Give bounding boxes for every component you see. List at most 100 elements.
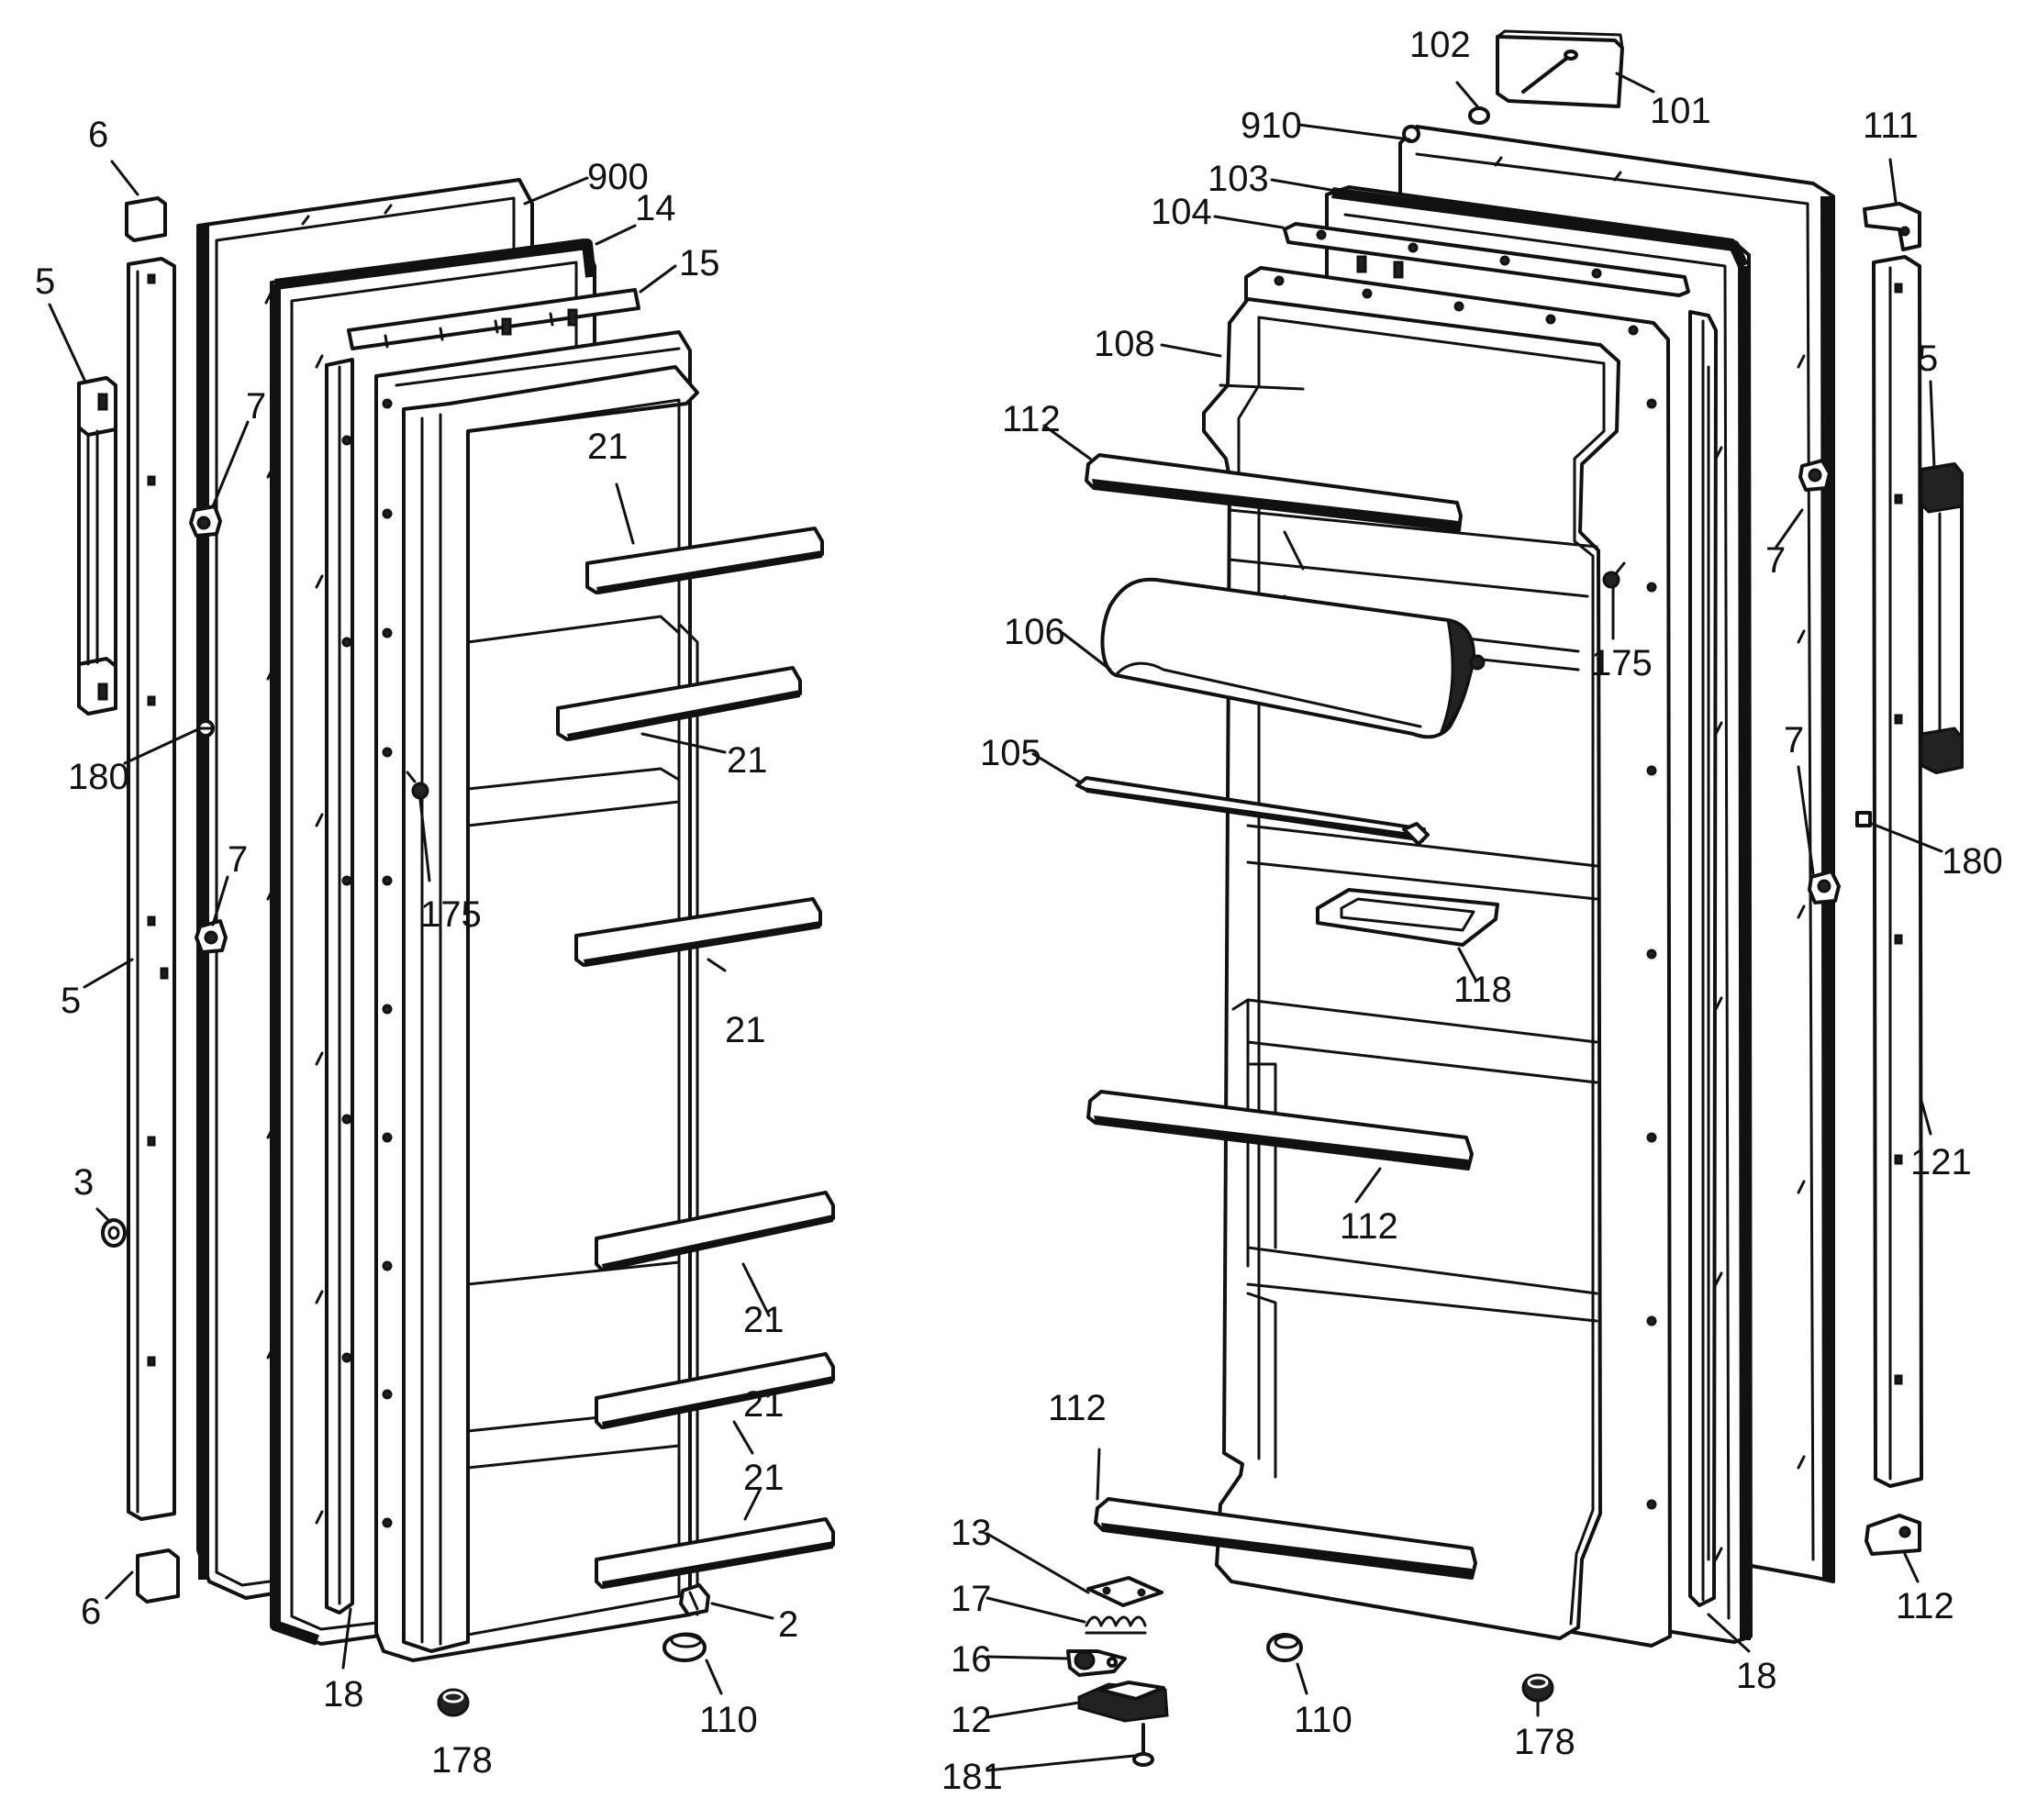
left-door-assembly [77,178,835,1717]
label-right-hinge-lower: 7 [1784,720,1804,760]
label-right-tray-118: 118 [1453,970,1512,1010]
label-right-shelf-bar-mid: 112 [1340,1206,1398,1247]
right-trim-strip [1872,255,1923,1488]
right-plate-13 [1086,1576,1163,1607]
left-plug-3 [101,1218,127,1248]
left-inner-door-liner [374,330,699,1662]
label-left-retainer-top: 15 [679,243,720,283]
label-right-shelf-bar-top: 112 [1002,399,1061,439]
label-right-hinge-upper: 7 [1765,540,1786,581]
right-hinge-lower [1808,870,1841,904]
right-shelf-bar-bottom [1094,1497,1477,1580]
left-top-retainer [347,288,640,350]
left-door-handle [77,376,117,716]
right-hinge-bottom [1865,1514,1921,1556]
label-left-hinge-upper: 7 [246,386,266,427]
right-cap-102 [1468,106,1490,125]
left-end-cap-bottom [136,1548,180,1604]
right-block-101 [1496,29,1624,108]
left-shelf-bar-1 [585,527,824,594]
label-right-butter-door: 106 [1004,612,1065,652]
label-left-bumper-110: 110 [699,1700,758,1740]
right-butter-rail [1075,776,1430,846]
left-shelf-bar-3 [574,897,822,967]
right-spring-17 [1085,1615,1147,1635]
label-left-outer-panel: 900 [587,157,649,197]
right-screw-180 [1855,811,1872,827]
label-left-screw-175: 175 [420,894,482,935]
left-side-retainer-strip [325,358,354,1615]
left-bumper-110 [662,1632,707,1662]
label-right-cam-178: 178 [1514,1722,1575,1762]
label-right-handle: 5 [1918,338,1938,379]
left-shelf-bar-4 [595,1191,835,1271]
right-butter-door [1100,577,1486,739]
left-shelf-bar-6 [595,1517,835,1589]
label-left-screw-180: 180 [68,757,129,797]
label-right-strip-18: 18 [1736,1656,1777,1696]
callout-labels: 6 5 7 180 7 5 3 6 900 14 15 21 21 175 21… [35,25,2003,1797]
left-cam-178 [437,1688,470,1717]
right-bumper-110 [1266,1633,1303,1662]
right-top-retainer [1283,222,1690,297]
label-left-shelf-bar-3: 21 [725,1010,766,1050]
right-hinge-upper [1798,459,1831,492]
leader-lines [48,72,1943,1772]
label-right-liner: 108 [1094,324,1155,364]
label-left-hinge-lower: 7 [228,839,248,880]
right-door-handle [1920,462,1964,774]
label-left-shelf-bar-5b: 21 [743,1458,785,1498]
left-shelf-bar-2 [556,666,802,741]
right-side-retainer-strip [1688,310,1718,1607]
label-right-cap-102: 102 [1409,25,1471,65]
label-left-stop: 2 [778,1604,798,1645]
label-right-hinge-111: 111 [1863,105,1919,146]
label-right-block-101: 101 [1650,91,1711,131]
left-hinge-upper [189,505,222,538]
right-hinge-111 [1863,202,1921,251]
label-right-shelf-bar-bottom: 112 [1048,1388,1107,1428]
label-left-cam-178: 178 [431,1740,493,1781]
label-left-shelf-bar-2: 21 [727,740,768,781]
left-trim-strip [127,257,176,1521]
label-left-cap-bottom: 6 [81,1592,101,1632]
label-right-hinge-bottom: 112 [1896,1586,1954,1626]
label-right-bearing-16: 16 [951,1639,992,1680]
label-left-cap-top: 6 [88,115,108,155]
right-bracket-12 [1077,1681,1169,1723]
right-bearing-16 [1066,1649,1127,1677]
label-right-bracket-12: 12 [951,1700,992,1740]
right-tray-118 [1316,888,1499,947]
label-right-screw-175: 175 [1591,643,1653,683]
label-left-shelf-bar-5a: 21 [743,1384,785,1425]
label-right-outer-panel: 910 [1241,105,1302,146]
left-door-stop-2 [679,1583,710,1616]
right-door-assembly [1066,29,1964,1767]
label-right-screw-180: 180 [1942,841,2003,882]
label-right-screw-181: 181 [941,1757,1003,1797]
right-screw-175 [1602,561,1626,589]
label-left-shelf-bar-4: 21 [743,1300,785,1340]
right-cam-178 [1521,1673,1554,1703]
left-screw-175 [406,771,429,800]
label-right-retainer-top: 104 [1151,192,1212,232]
label-right-trim-strip: 121 [1910,1142,1972,1182]
right-shelf-bar-top [1085,453,1463,532]
label-right-plate-13: 13 [951,1513,992,1553]
left-hinge-lower [195,919,228,954]
left-shelf-bar-5 [595,1352,835,1429]
label-left-trim-strip: 5 [61,981,81,1021]
label-left-handle: 5 [35,261,55,302]
label-left-strip-18: 18 [323,1674,364,1715]
label-left-gasket: 14 [635,188,676,228]
right-door-liner [1202,266,1672,1648]
label-right-spring-17: 17 [951,1579,992,1619]
label-right-bumper-110: 110 [1294,1700,1353,1740]
right-screw-181 [1132,1723,1154,1767]
left-end-cap-top [125,196,167,242]
right-shelf-bar-mid [1086,1090,1474,1171]
label-left-plug: 3 [73,1162,94,1203]
left-shelf-bars [556,527,835,1589]
label-left-shelf-bar-1: 21 [587,427,629,467]
